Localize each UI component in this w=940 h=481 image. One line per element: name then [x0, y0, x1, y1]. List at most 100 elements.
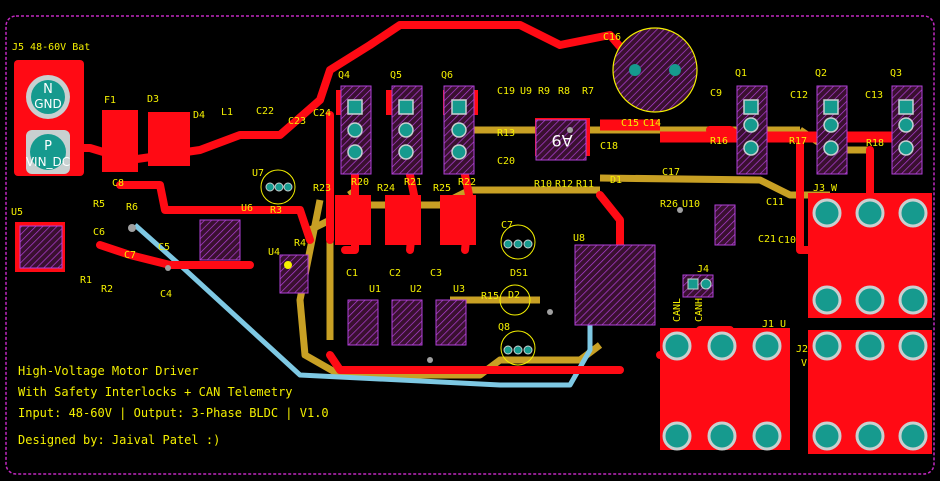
q5-pad-3[interactable]	[398, 144, 414, 160]
j1-pad-6[interactable]	[752, 421, 782, 451]
j3-pad-4[interactable]	[812, 285, 842, 315]
ref-r25: R25	[433, 183, 451, 194]
q7-pad-1[interactable]	[503, 239, 513, 249]
ref-r13: R13	[497, 128, 515, 139]
ref-c13: C13	[865, 90, 883, 101]
ref-u6: U6	[241, 203, 253, 214]
ref-u8: U8	[573, 233, 585, 244]
u7-outline	[260, 169, 296, 205]
pad-gnd-label: GND	[34, 97, 62, 111]
q4-pad-1[interactable]	[347, 99, 363, 115]
q8-pad-1[interactable]	[503, 345, 513, 355]
pour-r21	[385, 195, 421, 245]
j5-pad-n[interactable]	[31, 80, 65, 114]
u2-body	[391, 299, 423, 346]
j3-pad-1[interactable]	[812, 198, 842, 228]
q3-pad-2[interactable]	[898, 117, 914, 133]
q2-pad-1[interactable]	[823, 99, 839, 115]
ref-l1: L1	[221, 107, 233, 118]
q8-outline	[500, 330, 536, 366]
ref-q3: Q3	[890, 68, 902, 79]
q1-pad-2[interactable]	[743, 117, 759, 133]
ref-c20: C20	[497, 156, 515, 167]
q5-pad-2[interactable]	[398, 122, 414, 138]
ref-c18: C18	[600, 141, 618, 152]
j1-pad-2[interactable]	[707, 331, 737, 361]
to92-pads	[265, 182, 712, 355]
c16-pad-1[interactable]	[629, 64, 641, 76]
ref-r3: R3	[270, 205, 282, 216]
q6-pad-3[interactable]	[451, 144, 467, 160]
j1-pad-1[interactable]	[662, 331, 692, 361]
ref-c1: C1	[346, 268, 358, 279]
ref-r22: R22	[458, 177, 476, 188]
ref-v: V	[801, 358, 807, 369]
j5-pad-p[interactable]	[30, 134, 66, 170]
q2-pad-3[interactable]	[823, 140, 839, 156]
j2-pad-3[interactable]	[898, 331, 928, 361]
ref-c8: C8	[112, 178, 124, 189]
c16-pad-2[interactable]	[669, 64, 681, 76]
q2-pad-2[interactable]	[823, 117, 839, 133]
ref-r26: R26	[660, 199, 678, 210]
ref-c9: C9	[710, 88, 722, 99]
c16-body	[612, 27, 698, 113]
u9-marking: A9	[551, 131, 572, 150]
u7-pad-3[interactable]	[283, 182, 293, 192]
top-trace-gnd	[326, 351, 624, 374]
q4-pad-3[interactable]	[347, 144, 363, 160]
q7-pad-2[interactable]	[513, 239, 523, 249]
ref-c14: C14	[643, 118, 661, 129]
pour-d3	[148, 112, 190, 166]
q1-pad-1[interactable]	[743, 99, 759, 115]
q6-pad-1[interactable]	[451, 99, 467, 115]
ref-c24: C24	[313, 108, 331, 119]
q4-pad-2[interactable]	[347, 122, 363, 138]
j2-pad-2[interactable]	[855, 331, 885, 361]
j2-pad-5[interactable]	[855, 421, 885, 451]
j3-pad-6[interactable]	[898, 285, 928, 315]
ref-r6: R6	[126, 202, 138, 213]
u7-pad-1[interactable]	[265, 182, 275, 192]
j2-pad-6[interactable]	[898, 421, 928, 451]
ref-r24: R24	[377, 183, 395, 194]
ref-canh: CANH	[694, 298, 705, 322]
ref-c10: C10	[778, 235, 796, 246]
j1-pad-5[interactable]	[707, 421, 737, 451]
ref-r15: R15	[481, 291, 499, 302]
ref-d4: D4	[193, 110, 205, 121]
j3-pad-2[interactable]	[855, 198, 885, 228]
ref-r23: R23	[313, 183, 331, 194]
ref-r2: R2	[101, 284, 113, 295]
ref-u4: U4	[268, 247, 280, 258]
u1-body	[347, 299, 379, 346]
j1-pad-3[interactable]	[752, 331, 782, 361]
q3-pad-3[interactable]	[898, 140, 914, 156]
via	[427, 357, 433, 363]
j1-pad-4[interactable]	[662, 421, 692, 451]
q1-pad-3[interactable]	[743, 140, 759, 156]
ref-j3-w: J3 W	[813, 183, 838, 194]
q5-pad-1[interactable]	[398, 99, 414, 115]
j4-pad-1[interactable]	[687, 278, 699, 290]
j4-pad-2[interactable]	[700, 278, 712, 290]
ref-c5: C5	[158, 242, 170, 253]
pad-n-label: N	[43, 82, 53, 97]
j3-pad-3[interactable]	[898, 198, 928, 228]
u8-body	[574, 244, 656, 326]
j2-pad-1[interactable]	[812, 331, 842, 361]
ref-r21: R21	[404, 177, 422, 188]
ref-q5: Q5	[390, 70, 402, 81]
note-line-4: Designed by: Jaival Patel :)	[18, 433, 220, 447]
u7-pad-2[interactable]	[274, 182, 284, 192]
q8-pad-2[interactable]	[513, 345, 523, 355]
j2-pad-4[interactable]	[812, 421, 842, 451]
q6-pad-2[interactable]	[451, 122, 467, 138]
q3-pad-1[interactable]	[898, 99, 914, 115]
j3-pad-5[interactable]	[855, 285, 885, 315]
q7-pad-3[interactable]	[523, 239, 533, 249]
silkscreen-layer: J5 48-60V Bat N GND P VIN_DC A9 F1 D3 D4…	[11, 32, 902, 369]
ref-ds1: DS1	[510, 268, 528, 279]
q8-pad-3[interactable]	[523, 345, 533, 355]
